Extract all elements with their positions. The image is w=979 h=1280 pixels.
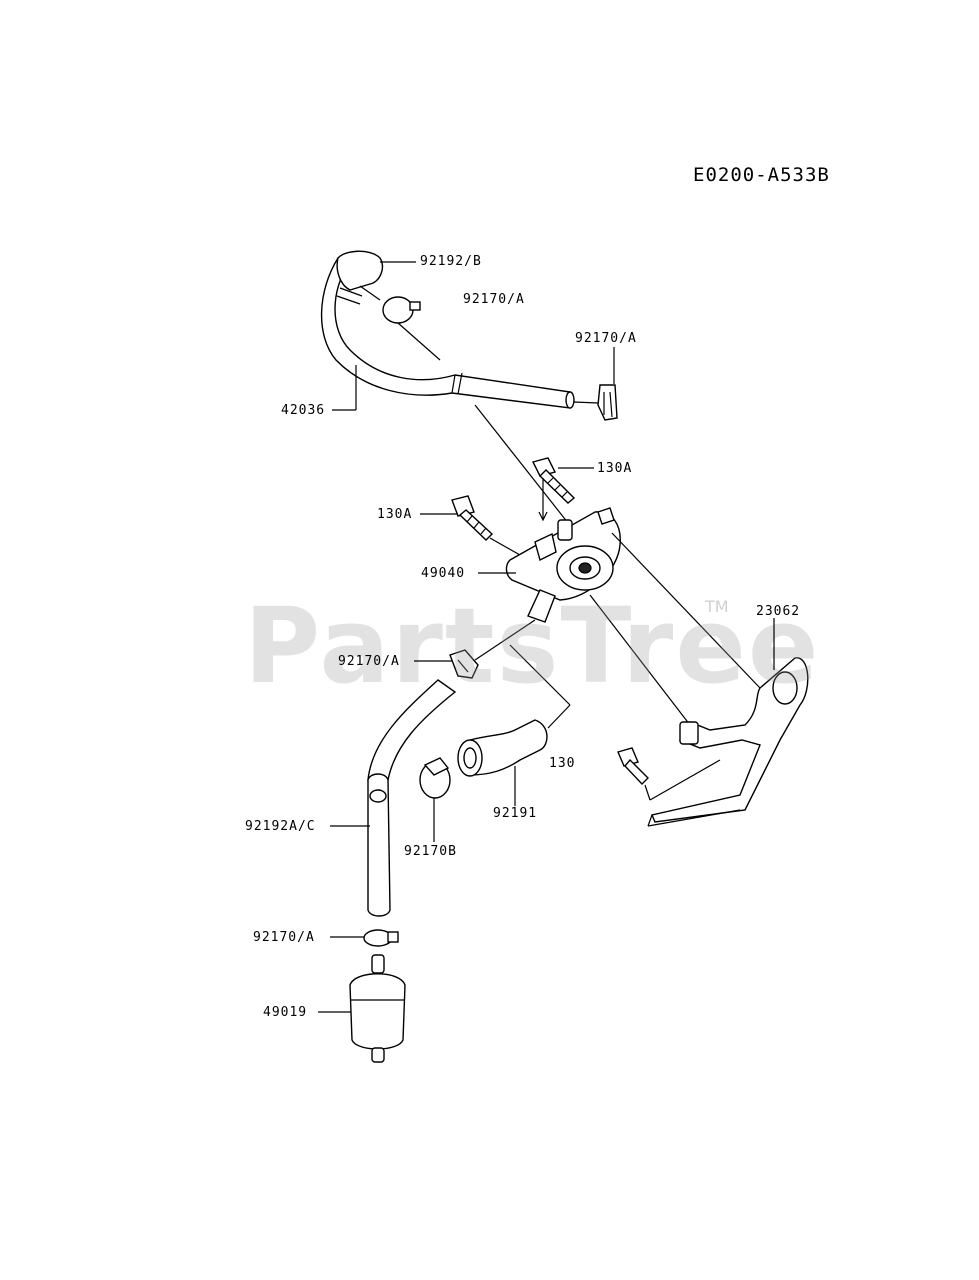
bolt-130a-left[interactable] bbox=[451, 495, 494, 541]
hose-elbow-92192b[interactable] bbox=[336, 250, 384, 305]
watermark: PartsTree bbox=[244, 585, 821, 707]
fuel-pump-49040[interactable] bbox=[505, 507, 621, 601]
label-130[interactable]: 130 bbox=[549, 756, 576, 771]
clamp-mid[interactable] bbox=[449, 649, 479, 679]
label-92170b[interactable]: 92170B bbox=[404, 844, 457, 859]
label-92192ac[interactable]: 92192A/C bbox=[245, 819, 316, 834]
bolt-130[interactable] bbox=[617, 747, 649, 786]
hose-elbow-92191[interactable] bbox=[457, 719, 548, 777]
hose-92192ac[interactable] bbox=[367, 679, 457, 917]
label-92170a-mid[interactable]: 92170/A bbox=[338, 654, 400, 669]
label-42036[interactable]: 42036 bbox=[281, 403, 326, 418]
fuel-filter-49019[interactable] bbox=[349, 954, 406, 1063]
label-130a-left[interactable]: 130A bbox=[377, 507, 413, 522]
bolt-130a-right[interactable] bbox=[531, 457, 576, 504]
label-23062[interactable]: 23062 bbox=[756, 604, 801, 619]
diagram-code: E0200-A533B bbox=[693, 164, 830, 186]
label-92170a-upper[interactable]: 92170/A bbox=[463, 292, 525, 307]
bracket-23062[interactable] bbox=[647, 657, 809, 827]
label-49019[interactable]: 49019 bbox=[263, 1005, 308, 1020]
clamp-upper[interactable] bbox=[382, 296, 421, 324]
label-92170a-lower[interactable]: 92170/A bbox=[253, 930, 315, 945]
clamp-right[interactable] bbox=[597, 384, 618, 421]
hose-42036[interactable] bbox=[320, 257, 575, 409]
clamp-92170b[interactable] bbox=[419, 757, 451, 799]
pump-outlet-nipple bbox=[527, 589, 556, 623]
label-92191[interactable]: 92191 bbox=[493, 806, 538, 821]
label-130a-right[interactable]: 130A bbox=[597, 461, 633, 476]
clamp-lower[interactable] bbox=[363, 929, 399, 947]
trademark-mark: TM bbox=[705, 597, 729, 616]
label-92170a-right[interactable]: 92170/A bbox=[575, 331, 637, 346]
label-49040[interactable]: 49040 bbox=[421, 566, 466, 581]
label-92192b[interactable]: 92192/B bbox=[420, 254, 482, 269]
